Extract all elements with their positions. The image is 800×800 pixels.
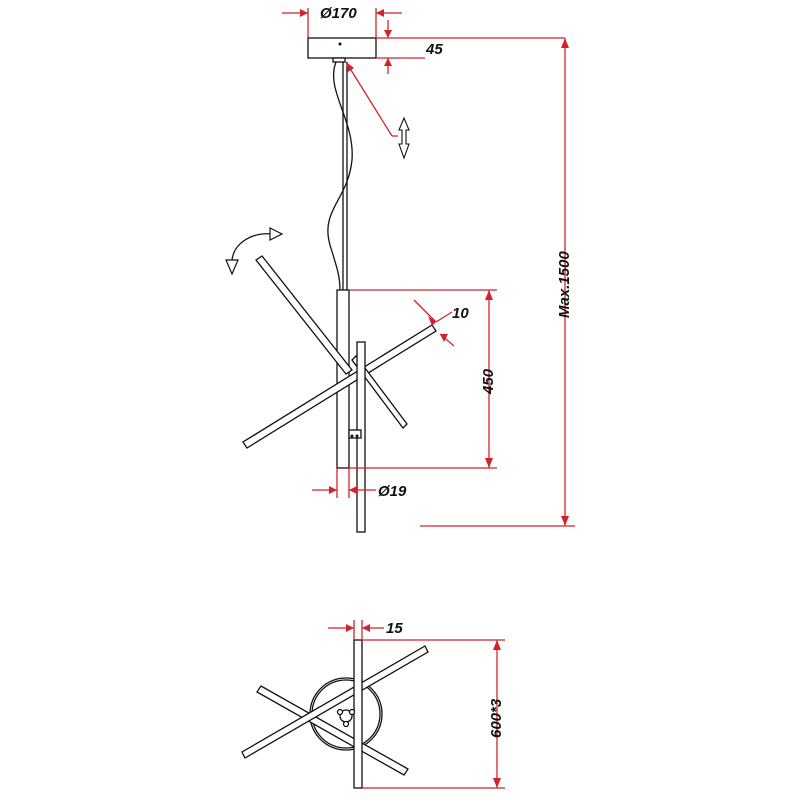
side-dimensions: Ø170 45 Max.1500 450 10 [282,5,575,527]
power-cable [327,61,353,291]
rotate-arrow-icon [225,227,284,276]
top-view-arm-3 [353,639,363,789]
body-length-label: 450 [480,368,497,395]
arm-width-label: 10 [452,305,469,322]
top-dimensions: 15 600*3 [328,620,505,789]
connector-screw-2 [355,434,359,438]
side-view [225,37,437,533]
hub-screw-1 [336,708,344,716]
top-view [241,639,429,789]
canopy-height-label: 45 [425,41,443,58]
canopy [307,37,377,59]
connector-screw [350,434,354,438]
top-view-arm-2 [241,645,429,759]
light-arm-2 [242,324,437,449]
hub-screw-2 [348,708,356,716]
connector [348,429,362,439]
canopy-screw [338,42,342,46]
height-adjust-arrow-icon [398,116,410,160]
light-arm-3 [351,355,408,429]
light-arm-1 [255,255,353,375]
cable-grip [332,57,346,63]
arm-length-label: 600*3 [488,698,505,738]
canopy-diameter-label: Ø170 [320,5,357,22]
tube-diameter-label: Ø19 [378,483,407,500]
hub-screw-3 [342,720,350,728]
top-view-width-label: 15 [386,620,403,637]
max-height-label: Max.1500 [556,251,573,318]
